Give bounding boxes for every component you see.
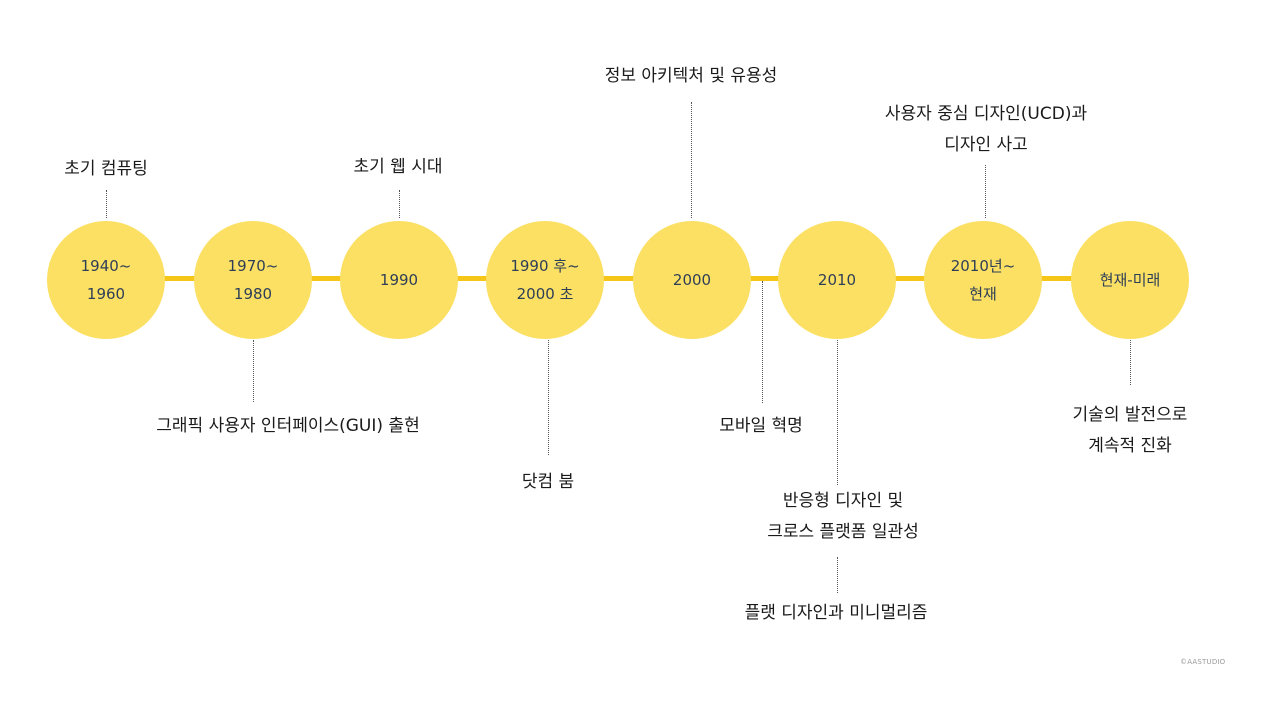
connector-gui xyxy=(253,340,254,402)
event-future: 기술의 발전으로 계속적 진화 xyxy=(1072,405,1188,456)
node-2000: 2000 xyxy=(633,221,751,339)
event-flat-design: 플랫 디자인과 미니멀리즘 xyxy=(744,603,928,623)
node-label: 1940~ 1960 xyxy=(80,257,132,303)
connector-future xyxy=(1130,340,1131,385)
watermark: ©AASTUDIO xyxy=(1180,658,1226,666)
connector-ucd xyxy=(985,165,986,218)
node-2010-present: 2010년~ 현재 xyxy=(924,221,1042,339)
event-early-computing: 초기 컴퓨팅 xyxy=(64,159,148,179)
node-1970-1980: 1970~ 1980 xyxy=(194,221,312,339)
node-label: 2000 xyxy=(672,271,712,289)
event-gui: 그래픽 사용자 인터페이스(GUI) 출현 xyxy=(156,416,420,436)
event-ucd: 사용자 중심 디자인(UCD)과 디자인 사고 xyxy=(884,104,1088,155)
connector-dotcom xyxy=(548,340,549,455)
node-present-future: 현재-미래 xyxy=(1071,221,1189,339)
node-label: 1990 xyxy=(379,271,419,289)
node-1940-1960: 1940~ 1960 xyxy=(47,221,165,339)
connector-flat-design xyxy=(837,557,838,593)
connector-early-computing xyxy=(106,190,107,218)
connector-early-web xyxy=(399,190,400,218)
timeline-axis xyxy=(105,276,1130,281)
event-early-web: 초기 웹 시대 xyxy=(353,157,443,177)
event-info-architecture: 정보 아키텍처 및 유용성 xyxy=(604,66,778,86)
connector-info-architecture xyxy=(691,102,692,218)
event-mobile: 모바일 혁명 xyxy=(719,416,803,436)
connector-responsive xyxy=(837,340,838,485)
node-1990: 1990 xyxy=(340,221,458,339)
node-1990s-2000s: 1990 후~ 2000 초 xyxy=(486,221,604,339)
event-dotcom: 닷컴 붐 xyxy=(521,472,575,492)
connector-mobile xyxy=(762,281,763,403)
node-label: 현재-미래 xyxy=(1099,271,1161,289)
node-label: 1970~ 1980 xyxy=(227,257,279,303)
node-label: 2010년~ 현재 xyxy=(950,257,1016,303)
node-label: 2010 xyxy=(817,271,857,289)
event-responsive: 반응형 디자인 및 크로스 플랫폼 일관성 xyxy=(767,491,919,542)
node-2010: 2010 xyxy=(778,221,896,339)
node-label: 1990 후~ 2000 초 xyxy=(510,257,580,303)
